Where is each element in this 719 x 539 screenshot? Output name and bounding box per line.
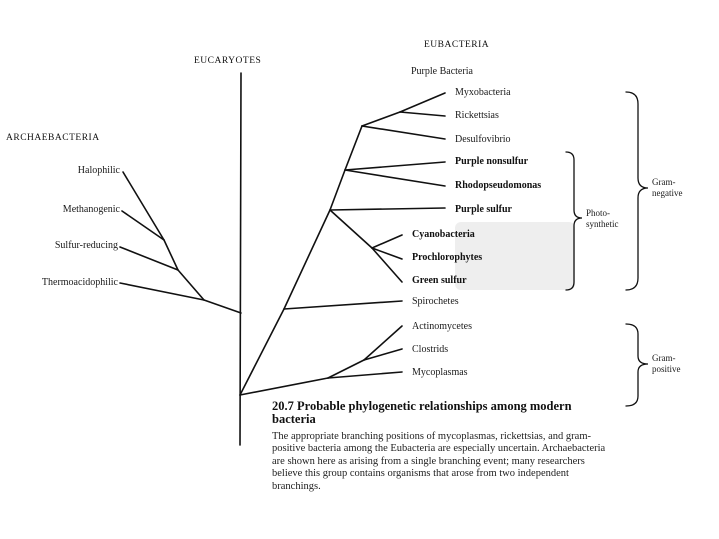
- label-halophilic: Halophilic: [78, 165, 121, 176]
- branch-purple-bacteria: [329, 169, 346, 211]
- branch-thermoacidophilic: [119, 282, 205, 301]
- figure-caption: 20.7 Probable phylogenetic relationships…: [272, 400, 617, 493]
- label-gram-positive-2: positive: [652, 364, 681, 374]
- label-cyanobacteria: Cyanobacteria: [412, 229, 475, 240]
- branch-mycoplasmas: [327, 371, 403, 379]
- archaebacteria-stem: [203, 299, 242, 314]
- branch-archaea-upper: [177, 269, 205, 301]
- label-gram-negative-2: negative: [652, 188, 683, 198]
- bracket-gram-negative: [625, 91, 649, 291]
- label-prochlorophytes: Prochlorophytes: [412, 252, 482, 263]
- label-green-sulfur: Green sulfur: [412, 275, 467, 286]
- branch-prochlorophytes: [371, 247, 403, 260]
- brackets: [565, 91, 649, 407]
- branch-rhodopseudomonas: [344, 169, 446, 187]
- branch-purple-upper: [344, 125, 363, 171]
- branch-purple-nonsulfur: [344, 161, 446, 171]
- label-purple-bacteria: Purple Bacteria: [411, 66, 473, 77]
- label-clostrids: Clostrids: [412, 344, 448, 355]
- label-mycoplasmas: Mycoplasmas: [412, 367, 468, 378]
- label-purple-nonsulfur: Purple nonsulfur: [455, 156, 529, 167]
- label-photosynthetic-1: Photo-: [586, 208, 610, 218]
- branch-upper-clade: [283, 209, 331, 310]
- eubacteria-stem: [239, 377, 329, 396]
- eucaryote-trunk: [239, 72, 242, 446]
- branch-spirochetes: [283, 300, 403, 310]
- branch-desulfovibrio: [361, 125, 446, 140]
- bracket-photosynthetic: [565, 151, 583, 291]
- eubacteria-upper: [239, 308, 285, 396]
- label-myxobacteria: Myxobacteria: [455, 87, 511, 98]
- label-spirochetes: Spirochetes: [412, 296, 459, 307]
- branch-methanogenic: [121, 210, 165, 241]
- branch-clostrids: [363, 348, 403, 361]
- label-methanogenic: Methanogenic: [63, 204, 121, 215]
- branch-purple-sulfur: [329, 207, 446, 211]
- label-purple-sulfur: Purple sulfur: [455, 204, 513, 215]
- branch-actinomycetes: [363, 325, 403, 361]
- branch-myxobacteria: [399, 92, 446, 113]
- branch-cyanobacteria: [371, 234, 403, 249]
- branch-gram-pos-upper: [327, 359, 365, 379]
- tree-branches: [119, 72, 446, 446]
- label-desulfovibrio: Desulfovibrio: [455, 134, 511, 145]
- caption-body: The appropriate branching positions of m…: [272, 431, 606, 492]
- bracket-gram-positive: [625, 323, 649, 407]
- branch-green-sulfur: [371, 247, 403, 283]
- eubacteria-heading: EUBACTERIA: [424, 40, 489, 50]
- label-thermoacidophilic: Thermoacidophilic: [42, 277, 119, 288]
- archaebacteria-heading: ARCHAEBACTERIA: [6, 133, 100, 143]
- label-photosynthetic-2: synthetic: [586, 219, 619, 229]
- label-rhodopseudomonas: Rhodopseudomonas: [455, 180, 541, 191]
- branch-halophilic: [122, 171, 165, 241]
- label-gram-positive-1: Gram-: [652, 353, 676, 363]
- label-sulfur-reducing: Sulfur-reducing: [55, 240, 118, 251]
- branch-cyano-clade: [329, 209, 373, 249]
- eucaryotes-heading: EUCARYOTES: [194, 56, 261, 66]
- label-gram-negative-1: Gram-: [652, 177, 676, 187]
- label-actinomycetes: Actinomycetes: [412, 321, 472, 332]
- label-rickettsias: Rickettsias: [455, 110, 499, 121]
- branch-sulfur-reducing: [119, 246, 179, 271]
- branch-rickettsias: [399, 111, 446, 117]
- photosynthetic-shading: [455, 222, 575, 290]
- caption-title: 20.7 Probable phylogenetic relationships…: [272, 399, 572, 426]
- branch-purple-upper-2: [361, 111, 401, 127]
- branch-archaea-upper-2: [163, 239, 179, 271]
